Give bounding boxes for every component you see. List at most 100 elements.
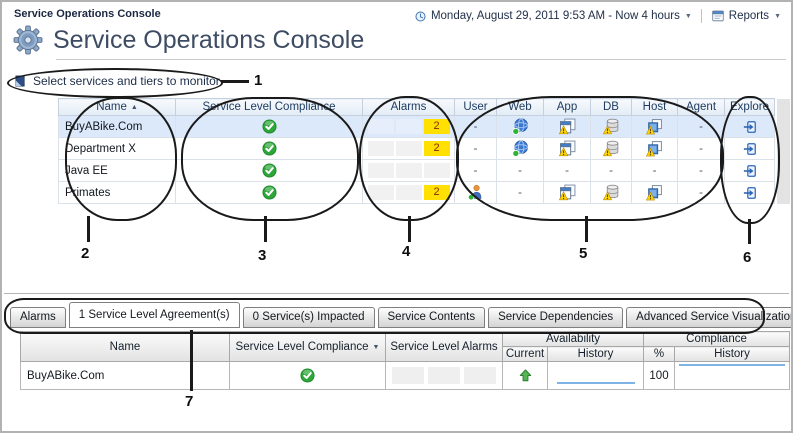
availability-percent-cell: 100 xyxy=(643,361,675,390)
host-tier-cell[interactable] xyxy=(631,181,678,204)
green-check-circle-icon xyxy=(262,185,277,200)
compliance-cell xyxy=(175,137,363,160)
select-panel-icon xyxy=(14,75,27,88)
column-header-agent[interactable]: Agent xyxy=(677,98,725,116)
sla-column-alarms[interactable]: Service Level Alarms xyxy=(385,331,503,362)
service-name-cell[interactable]: Department X xyxy=(58,137,176,160)
time-range-label: Monday, August 29, 2011 9:53 AM - Now 4 … xyxy=(430,10,680,22)
user-person-icon xyxy=(467,184,484,201)
sla-column-current[interactable]: Current xyxy=(502,346,548,362)
page-title: Service Operations Console xyxy=(53,25,365,54)
table-row[interactable]: Primates 2 - - xyxy=(58,181,775,204)
sla-column-compliance-history[interactable]: History xyxy=(673,346,791,362)
tab-service-contents[interactable]: Service Contents xyxy=(377,307,486,328)
explore-cell[interactable] xyxy=(724,137,775,160)
callout-line-7 xyxy=(190,330,193,391)
column-header-explore[interactable]: Explore xyxy=(724,98,775,116)
database-warning-icon xyxy=(603,118,620,135)
web-tier-cell: - xyxy=(496,181,544,204)
vertical-scrollbar[interactable] xyxy=(777,99,790,204)
web-tier-cell[interactable] xyxy=(496,115,544,138)
green-check-circle-icon xyxy=(262,141,277,156)
column-header-web[interactable]: Web xyxy=(496,98,544,116)
agent-tier-cell: - xyxy=(677,159,725,182)
alarm-count-badge[interactable]: 2 xyxy=(423,119,450,134)
callout-number-1: 1 xyxy=(254,72,263,89)
reports-menu[interactable]: Reports ▼ xyxy=(711,9,781,23)
callout-number-4: 4 xyxy=(402,243,411,260)
alarms-cell xyxy=(362,159,455,182)
column-header-db[interactable]: DB xyxy=(590,98,632,116)
app-tier-cell[interactable] xyxy=(543,137,591,160)
tab-services-impacted[interactable]: 0 Service(s) Impacted xyxy=(242,307,375,328)
sla-service-name-cell[interactable]: BuyABike.Com xyxy=(20,361,230,390)
service-name-cell[interactable]: Java EE xyxy=(58,159,176,182)
host-windows-warning-icon xyxy=(646,118,663,135)
detail-tabs: Alarms 1 Service Level Agreement(s) 0 Se… xyxy=(10,301,791,328)
alarm-severity-box xyxy=(395,141,422,156)
app-windows-warning-icon xyxy=(559,140,576,157)
availability-history-cell xyxy=(547,361,644,390)
db-tier-cell[interactable] xyxy=(590,115,632,138)
sla-alarms-cell xyxy=(385,361,503,390)
app-tier-cell: - xyxy=(543,159,591,182)
column-header-name[interactable]: Name▲ xyxy=(58,98,176,116)
table-row[interactable]: BuyABike.Com 100 xyxy=(20,361,791,390)
alarm-severity-box xyxy=(392,367,424,384)
tab-alarms[interactable]: Alarms xyxy=(10,307,66,328)
tab-advanced-service-visualization[interactable]: Advanced Service Visualization xyxy=(626,307,791,328)
host-windows-warning-icon xyxy=(646,184,663,201)
app-tier-cell[interactable] xyxy=(543,115,591,138)
reports-label: Reports xyxy=(728,10,770,22)
sla-compliance-cell xyxy=(229,361,386,390)
sla-column-availability-history[interactable]: History xyxy=(547,346,644,362)
column-header-app[interactable]: App xyxy=(543,98,591,116)
service-name-cell[interactable]: BuyABike.Com xyxy=(58,115,176,138)
alarm-count-badge[interactable]: 2 xyxy=(423,185,450,200)
table-row[interactable]: Java EE - - - - - - xyxy=(58,159,775,182)
app-windows-warning-icon xyxy=(559,118,576,135)
sla-group-availability: Availability xyxy=(502,331,644,347)
sla-column-name[interactable]: Name xyxy=(20,331,230,362)
column-header-compliance[interactable]: Service Level Compliance xyxy=(175,98,363,116)
explore-arrow-icon xyxy=(743,164,757,178)
db-tier-cell[interactable] xyxy=(590,181,632,204)
callout-line-6 xyxy=(748,219,751,244)
top-toolbar: Monday, August 29, 2011 9:53 AM - Now 4 … xyxy=(414,9,781,23)
callout-line-1 xyxy=(221,80,249,83)
explore-cell[interactable] xyxy=(724,159,775,182)
column-header-host[interactable]: Host xyxy=(631,98,678,116)
explore-arrow-icon xyxy=(743,186,757,200)
tab-service-dependencies[interactable]: Service Dependencies xyxy=(488,307,624,328)
compliance-history-sparkline xyxy=(679,364,785,366)
callout-number-2: 2 xyxy=(81,245,90,262)
agent-tier-cell: - xyxy=(677,181,725,204)
db-tier-cell[interactable] xyxy=(590,137,632,160)
alarms-cell: 2 xyxy=(362,115,455,138)
column-header-alarms[interactable]: Alarms xyxy=(362,98,455,116)
table-row[interactable]: BuyABike.Com 2 - - xyxy=(58,115,775,138)
tab-service-level-agreements[interactable]: 1 Service Level Agreement(s) xyxy=(68,302,240,328)
sla-column-percent[interactable]: % xyxy=(643,346,675,362)
select-services-control[interactable]: Select services and tiers to monitor xyxy=(14,74,220,88)
service-name-cell[interactable]: Primates xyxy=(58,181,176,204)
column-header-user[interactable]: User xyxy=(454,98,497,116)
explore-cell[interactable] xyxy=(724,181,775,204)
sla-column-compliance[interactable]: Service Level Compliance▼ xyxy=(229,331,386,362)
time-range-selector[interactable]: Monday, August 29, 2011 9:53 AM - Now 4 … xyxy=(414,10,692,23)
table-row[interactable]: Department X 2 - - xyxy=(58,137,775,160)
report-icon xyxy=(711,9,725,23)
host-tier-cell[interactable] xyxy=(631,137,678,160)
header-rule xyxy=(56,59,786,60)
web-tier-cell[interactable] xyxy=(496,137,544,160)
explore-cell[interactable] xyxy=(724,115,775,138)
host-tier-cell[interactable] xyxy=(631,115,678,138)
alarm-count-badge[interactable]: 2 xyxy=(423,141,450,156)
callout-number-7: 7 xyxy=(185,393,194,410)
chevron-down-icon: ▼ xyxy=(774,12,781,20)
user-tier-cell: - xyxy=(454,115,497,138)
sla-table-header-sub: Current History % History xyxy=(21,346,791,362)
user-tier-cell[interactable] xyxy=(454,181,497,204)
compliance-history-cell xyxy=(673,361,791,390)
app-tier-cell[interactable] xyxy=(543,181,591,204)
